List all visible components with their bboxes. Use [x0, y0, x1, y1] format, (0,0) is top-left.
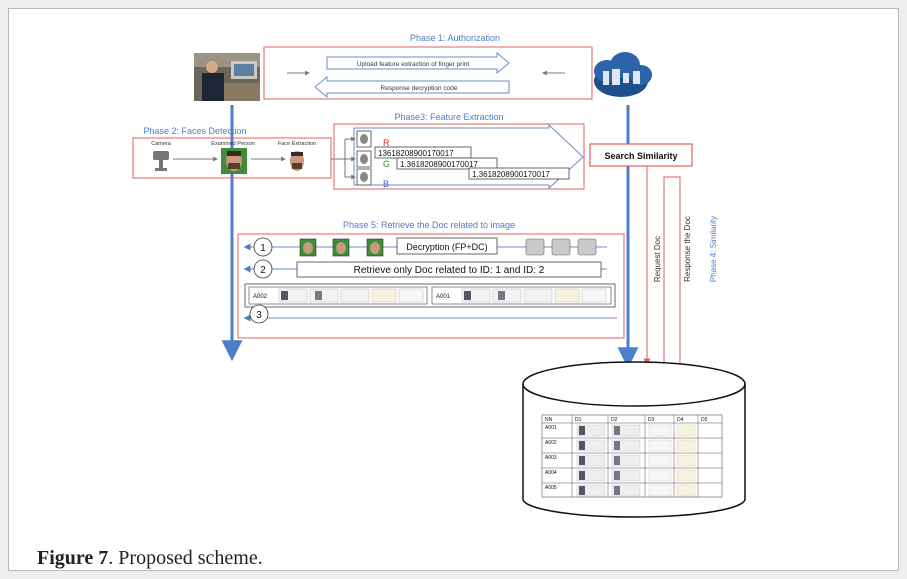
- phase1-title: Phase 1: Authorization: [410, 33, 500, 43]
- figure-frame: Phase 1: Authorization Upload feature ex…: [8, 8, 899, 571]
- db-header-d2: D2: [611, 417, 618, 423]
- request-doc-label: Request Doc: [653, 236, 662, 282]
- cloud-computing-icon: [594, 52, 652, 97]
- step2-circle: [253, 259, 273, 279]
- db-header-d3: D3: [648, 417, 655, 423]
- face-r-image: [356, 130, 372, 148]
- step2-number: 2: [260, 265, 266, 276]
- camera-label: Camera: [151, 141, 172, 147]
- channel-g-label: G: [383, 159, 390, 169]
- record-a002-id: A002: [253, 294, 268, 300]
- record-a001-id: A001: [436, 294, 451, 300]
- record-a002: A002: [248, 286, 428, 305]
- response-doc-label: Response the Doc: [683, 216, 692, 282]
- value-g: 1.3618208900170017: [400, 160, 478, 169]
- scheme-diagram: Phase 1: Authorization Upload feature ex…: [132, 33, 746, 518]
- db-header-d5: D5: [701, 417, 708, 423]
- response-arrow: [314, 75, 510, 99]
- examined-person-image: [221, 148, 247, 174]
- feature-extraction-box: [333, 123, 585, 190]
- value-b: 1.3618208900170017: [472, 170, 550, 179]
- channel-r-label: R: [383, 138, 390, 148]
- retrieve-doc-box: [237, 233, 625, 339]
- figure-caption-label: Figure 7: [37, 547, 109, 569]
- response-doc-loop: [663, 176, 681, 364]
- db-header-d4: D4: [677, 417, 684, 423]
- extracted-face-image: [290, 151, 304, 171]
- step3-number: 3: [256, 310, 262, 321]
- phase3-title: Phase3: Feature Extraction: [394, 112, 503, 122]
- channel-b-label: B: [383, 179, 389, 189]
- upload-label: Upload feature extraction of finger prin…: [357, 61, 470, 68]
- record-a001: A001: [431, 286, 612, 305]
- encrypted-blocks: [525, 238, 597, 256]
- response-label: Response decryption code: [381, 85, 458, 92]
- db-row-a002: A002: [545, 440, 557, 446]
- retrieve-text: Retrieve only Doc related to ID: 1 and I…: [354, 265, 545, 276]
- phase5-title: Phase 5: Retrieve the Doc related to ima…: [343, 220, 515, 230]
- step3-circle: [249, 304, 269, 324]
- phase4-title: Phase 4: Similarity: [709, 216, 718, 282]
- decryption-label: Decryption (FP+DC): [406, 242, 487, 252]
- face-b-image: [356, 168, 372, 186]
- decryption-box: [396, 237, 498, 255]
- thumbnail-faces: [299, 238, 384, 257]
- value-g-box: [396, 157, 498, 170]
- step1-circle: [253, 237, 273, 257]
- upload-arrow: [326, 51, 510, 75]
- search-similarity-label: Search Similarity: [604, 151, 677, 161]
- value-r: 13618208900170017: [378, 149, 454, 158]
- faces-detection-box: [132, 137, 332, 179]
- db-row-a003: A003: [545, 455, 557, 461]
- search-similarity-box: [589, 143, 693, 167]
- face-g-image: [356, 150, 372, 168]
- examined-person-label: Examined Person: [211, 141, 254, 147]
- db-header-nn: NN: [545, 417, 553, 423]
- database-table: NN D1 D2 D3 D4 D5 A001 A002 A003 A004 A0…: [541, 414, 723, 498]
- officer-photo: [194, 53, 260, 101]
- figure-caption: Figure 7. Proposed scheme.: [37, 547, 263, 570]
- db-row-a005: A005: [545, 485, 557, 491]
- db-row-a001: A001: [545, 425, 557, 431]
- face-extraction-label: Face Extraction: [278, 141, 316, 147]
- phase2-title: Phase 2: Faces Detection: [143, 126, 246, 136]
- db-header-d1: D1: [575, 417, 582, 423]
- figure-caption-text: . Proposed scheme.: [108, 547, 263, 569]
- retrieve-text-box: [296, 261, 602, 278]
- step1-number: 1: [260, 243, 266, 254]
- authorization-box: [263, 46, 593, 100]
- camera-icon: [153, 151, 169, 171]
- value-b-box: [468, 167, 570, 180]
- db-row-a004: A004: [545, 470, 557, 476]
